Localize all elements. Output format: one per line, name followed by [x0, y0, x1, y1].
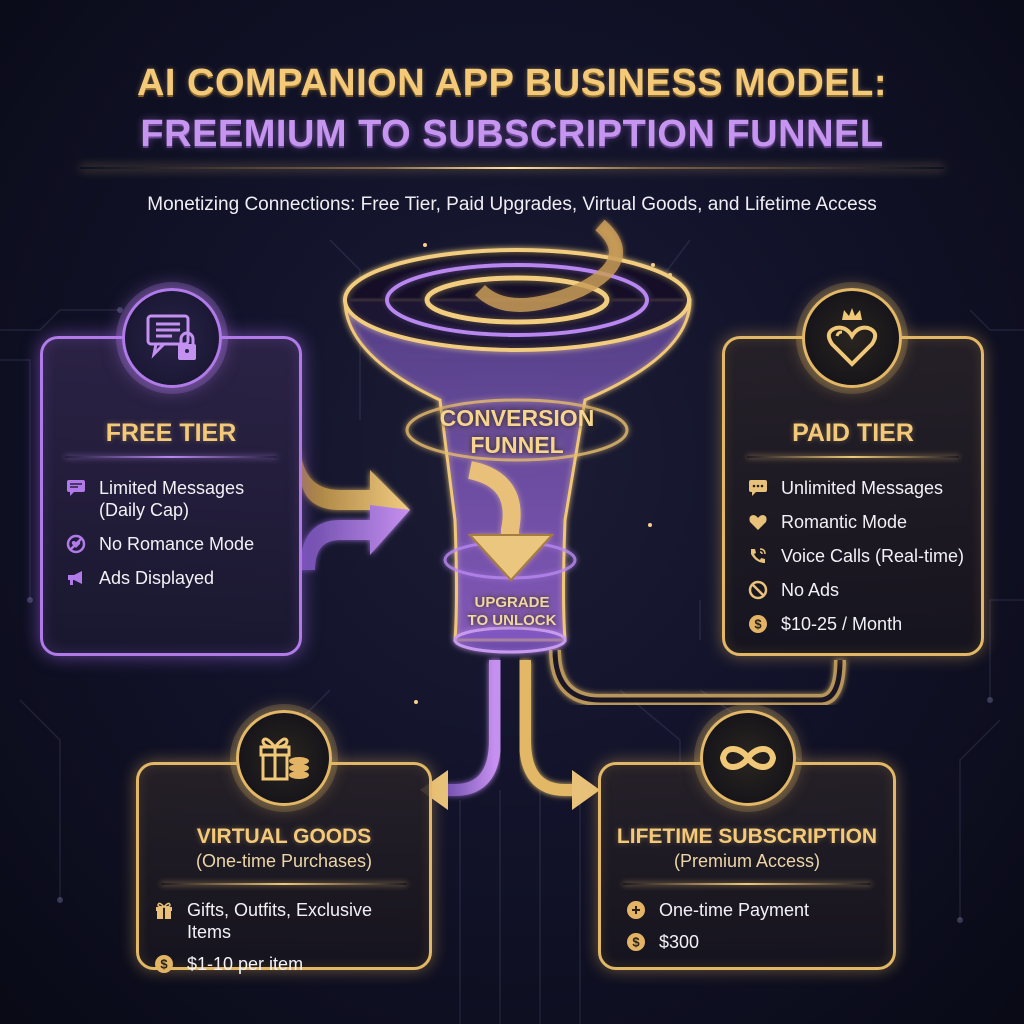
free-tier-features: Limited Messages (Daily Cap) No Romance … — [65, 477, 289, 601]
dollar-coin-icon: $ — [625, 931, 647, 953]
paid-tier-features: Unlimited Messages Romantic Mode Voice C… — [747, 477, 971, 647]
feature-label: $1-10 per item — [187, 954, 304, 974]
feature-item: Romantic Mode — [747, 511, 971, 533]
feature-label: Gifts, Outfits, Exclusive Items — [187, 900, 373, 942]
heart-icon — [747, 511, 769, 533]
feature-label: $300 — [659, 932, 700, 952]
feature-item: Voice Calls (Real-time) — [747, 545, 971, 567]
feature-item: Limited Messages (Daily Cap) — [65, 477, 289, 521]
phone-call-icon — [747, 545, 769, 567]
virtual-goods-features: Gifts, Outfits, Exclusive Items $ $1-10 … — [153, 899, 419, 987]
no-heart-icon — [65, 533, 87, 555]
chat-lock-icon — [146, 314, 196, 360]
feature-item: $ $300 — [625, 931, 883, 953]
cta-line-1: UPGRADE — [474, 594, 550, 611]
lifetime-title: LIFETIME SUBSCRIPTION — [616, 825, 878, 848]
funnel-to-virtual-goods-connector — [440, 660, 501, 796]
crowned-heart-icon — [826, 308, 878, 367]
feature-label: Unlimited Messages — [781, 478, 944, 498]
subtitle: Monetizing Connections: Free Tier, Paid … — [147, 194, 877, 215]
infinity-icon — [719, 746, 777, 770]
lifetime-divider — [623, 883, 871, 885]
title-divider — [80, 167, 944, 169]
chat-dots-icon — [747, 477, 769, 499]
no-ads-icon — [747, 579, 769, 601]
paid-tier-card: PAID TIER Unlimited Messages Romantic Mo… — [722, 336, 984, 656]
feature-label: No Ads — [781, 580, 840, 600]
virtual-goods-badge — [236, 710, 332, 806]
lifetime-badge — [700, 710, 796, 806]
title-line-2: FREEMIUM TO SUBSCRIPTION FUNNEL — [140, 113, 884, 155]
feature-item: $ $10-25 / Month — [747, 613, 971, 635]
paid-tier-divider — [747, 456, 959, 458]
free-tier-badge — [122, 288, 222, 388]
title-line-1: AI COMPANION APP BUSINESS MODEL: — [136, 62, 888, 104]
feature-label: $10-25 / Month — [781, 614, 903, 634]
feature-label: One-time Payment — [659, 900, 810, 920]
virtual-goods-divider — [161, 883, 407, 885]
feature-item: Gifts, Outfits, Exclusive Items — [153, 899, 419, 943]
gift-icon — [153, 899, 175, 921]
free-tier-title: FREE TIER — [105, 419, 237, 447]
lifetime-subtitle: (Premium Access) — [673, 851, 821, 871]
chat-icon — [65, 477, 87, 499]
paid-tier-title: PAID TIER — [792, 419, 914, 447]
svg-text:$: $ — [632, 935, 640, 950]
funnel-to-lifetime-connector — [519, 660, 580, 796]
gift-coins-icon — [259, 737, 309, 781]
virtual-goods-title: VIRTUAL GOODS — [196, 825, 372, 848]
feature-item: Unlimited Messages — [747, 477, 971, 499]
feature-label: Voice Calls (Real-time) — [781, 546, 965, 566]
funnel-label-line-2: FUNNEL — [470, 432, 564, 458]
cta-line-2: TO UNLOCK — [467, 612, 557, 629]
feature-label: Romantic Mode — [781, 512, 908, 532]
free-tier-divider — [65, 456, 277, 458]
funnel-label: CONVERSION FUNNEL — [412, 405, 622, 459]
feature-item: No Ads — [747, 579, 971, 601]
funnel-label-line-1: CONVERSION — [439, 405, 595, 431]
feature-label: Limited Messages (Daily Cap) — [99, 478, 245, 520]
lifetime-features: One-time Payment $ $300 — [625, 899, 883, 965]
upgrade-to-unlock-label: UPGRADE TO UNLOCK — [432, 594, 592, 630]
feature-label: Ads Displayed — [99, 568, 215, 588]
feature-item: One-time Payment — [625, 899, 883, 921]
plus-coin-icon — [625, 899, 647, 921]
dollar-coin-icon: $ — [153, 953, 175, 975]
feature-item: Ads Displayed — [65, 567, 289, 589]
feature-item: $ $1-10 per item — [153, 953, 419, 975]
megaphone-icon — [65, 567, 87, 589]
virtual-goods-subtitle: (One-time Purchases) — [195, 851, 373, 871]
free-to-funnel-arrows — [300, 440, 410, 570]
svg-text:$: $ — [160, 957, 168, 972]
svg-text:$: $ — [754, 617, 762, 632]
feature-item: No Romance Mode — [65, 533, 289, 555]
paid-tier-badge — [802, 288, 902, 388]
dollar-coin-icon: $ — [747, 613, 769, 635]
feature-label: No Romance Mode — [99, 534, 255, 554]
